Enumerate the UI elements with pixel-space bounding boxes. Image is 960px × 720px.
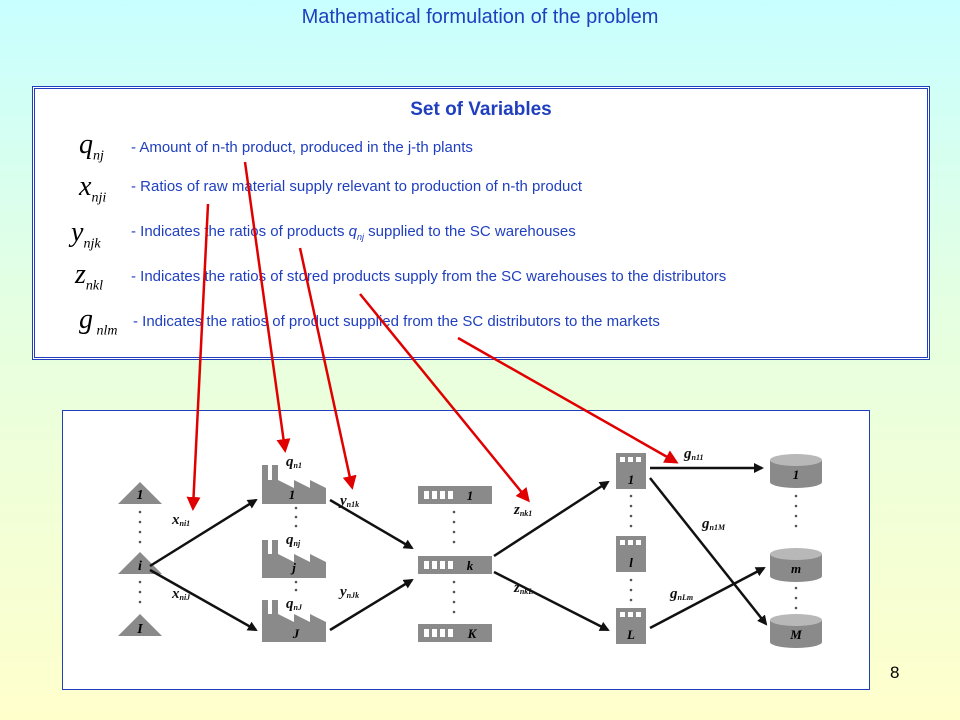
symbol-g-nlm: g nlm (79, 304, 118, 339)
svg-text:j: j (290, 560, 296, 575)
desc-y-njk: - Indicates the ratios of products qnj s… (131, 223, 576, 242)
flow-label-g-n11: gn11 (683, 446, 704, 462)
variables-box: Set of Variables qnj - Amount of n-th pr… (32, 86, 930, 360)
flow-label-y-nJk: ynJk (338, 584, 359, 600)
pointer-arrow-y (298, 247, 357, 490)
flow-arrow-x-niJ (149, 568, 258, 632)
page-number: 8 (890, 663, 900, 682)
plant-var-q-nJ: qnJ (286, 596, 303, 612)
desc-q-nj: - Amount of n-th product, produced in th… (131, 139, 473, 156)
flow-arrow-y-nJk (329, 578, 414, 632)
warehouse-node-K: K (418, 624, 492, 642)
flow-label-y-n1k: yn1k (338, 493, 359, 509)
flow-label-z-nk1: znk1 (513, 502, 532, 518)
distributor-node-L: L (616, 608, 646, 644)
slide-title: Mathematical formulation of the problem (301, 6, 659, 28)
flow-arrow-y-n1k (329, 498, 414, 550)
svg-text:1: 1 (793, 467, 800, 482)
svg-text:J: J (292, 626, 300, 641)
svg-text:I: I (136, 622, 143, 637)
supplier-node-1: 1 (118, 482, 162, 504)
flow-arrow-g-n1M (649, 477, 768, 626)
plant-var-q-n1: qn1 (286, 454, 302, 470)
svg-text:1: 1 (289, 487, 296, 502)
svg-text:k: k (467, 558, 474, 573)
plant-ellipsis-dots (294, 506, 298, 592)
svg-text:i: i (138, 559, 142, 574)
pointer-arrow-q (243, 161, 291, 453)
pointer-arrow-z (359, 293, 530, 503)
svg-text:L: L (626, 627, 635, 642)
flow-arrow-x-ni1 (149, 498, 258, 568)
desc-z-nkl: - Indicates the ratios of stored product… (131, 268, 727, 285)
flow-label-x-niJ: xniJ (171, 586, 191, 602)
svg-text:1: 1 (628, 472, 635, 487)
svg-text:K: K (467, 626, 478, 641)
symbol-x-nji: xnji (79, 171, 107, 206)
flow-arrow-z-nk1 (493, 480, 610, 558)
svg-text:m: m (791, 561, 801, 576)
flow-label-z-nkL: znkL (513, 580, 533, 596)
variables-heading: Set of Variables (410, 99, 552, 120)
distributor-node-l: l (616, 536, 646, 572)
plant-var-q-nj: qnj (286, 532, 301, 548)
supplier-ellipsis-dots (138, 510, 142, 604)
symbol-y-njk: ynjk (71, 217, 101, 252)
plant-node-1: 1 (262, 465, 326, 504)
supplier-node-I: I (118, 614, 162, 637)
warehouse-node-1: 1 (418, 486, 492, 504)
distributor-node-1: 1 (616, 453, 646, 489)
plant-node-j: j (262, 540, 326, 578)
flow-arrow-z-nkL (493, 570, 610, 632)
pointer-arrow-g (457, 336, 679, 464)
market-node-m: m (770, 548, 822, 582)
distributor-ellipsis-dots (629, 494, 633, 602)
supplier-node-i: i (118, 552, 162, 574)
svg-text:l: l (629, 555, 633, 570)
market-node-1: 1 (770, 454, 822, 488)
symbol-q-nj: qnj (79, 129, 104, 164)
svg-text:1: 1 (467, 488, 474, 503)
market-ellipsis-dots (794, 494, 798, 610)
plant-node-J: J (262, 600, 326, 642)
svg-text:M: M (789, 627, 802, 642)
pointer-arrow-x (186, 203, 210, 511)
desc-x-nji: - Ratios of raw material supply relevant… (131, 178, 583, 195)
warehouse-ellipsis-dots (452, 510, 456, 614)
flow-label-x-ni1: xni1 (171, 512, 190, 528)
svg-text:1: 1 (137, 488, 144, 503)
warehouse-node-k: k (418, 556, 492, 574)
symbol-z-nkl: znkl (75, 259, 104, 294)
market-node-M: M (770, 614, 822, 648)
flow-arrow-g-nLm (649, 566, 766, 630)
flow-label-g-nLm: gnLm (669, 586, 693, 602)
desc-g-nlm: - Indicates the ratios of product suppli… (133, 313, 660, 330)
flow-label-g-n1M: gn1M (701, 516, 726, 532)
